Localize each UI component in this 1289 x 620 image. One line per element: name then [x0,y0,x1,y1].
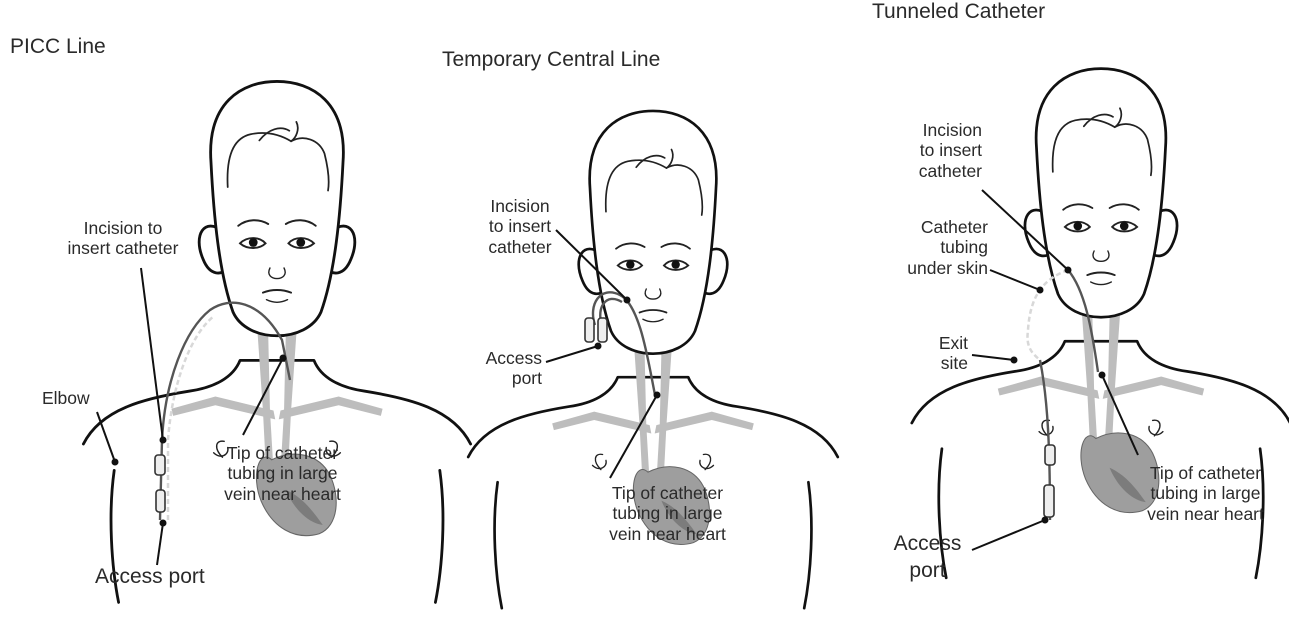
label-exit-site: Exit site [938,333,968,374]
temporary-leaders [545,229,661,479]
label-incision-picc: Incision to insert catheter [67,218,179,259]
label-incision-tunneled: Incision to insert catheter [918,120,982,181]
temporary-catheter [584,291,657,396]
label-tip-temporary: Tip of catheter tubing in large vein nea… [609,483,726,544]
picc-catheter [154,301,292,521]
label-elbow: Elbow [42,388,90,408]
child-figure-picc [81,80,473,604]
label-incision-temporary: Incision to insert catheter [488,196,552,257]
tunneled-catheter [1026,268,1100,521]
label-access-port-temporary: Access port [485,348,542,389]
label-access-port-tunneled: Access port [893,532,962,583]
tunneled-leaders [971,189,1139,551]
panel-title-temporary-central-line: Temporary Central Line [442,48,661,71]
panel-title-picc-line: PICC Line [10,35,106,58]
picc-leaders [96,267,287,566]
label-access-port-picc: Access port [95,565,205,588]
label-tubing-under-skin: Catheter tubing under skin [907,217,988,278]
label-tip-tunneled: Tip of catheter tubing in large vein nea… [1147,463,1264,524]
label-tip-picc: Tip of catheter tubing in large vein nea… [224,443,341,504]
panel-title-tunneled-catheter: Tunneled Catheter [872,0,1046,23]
